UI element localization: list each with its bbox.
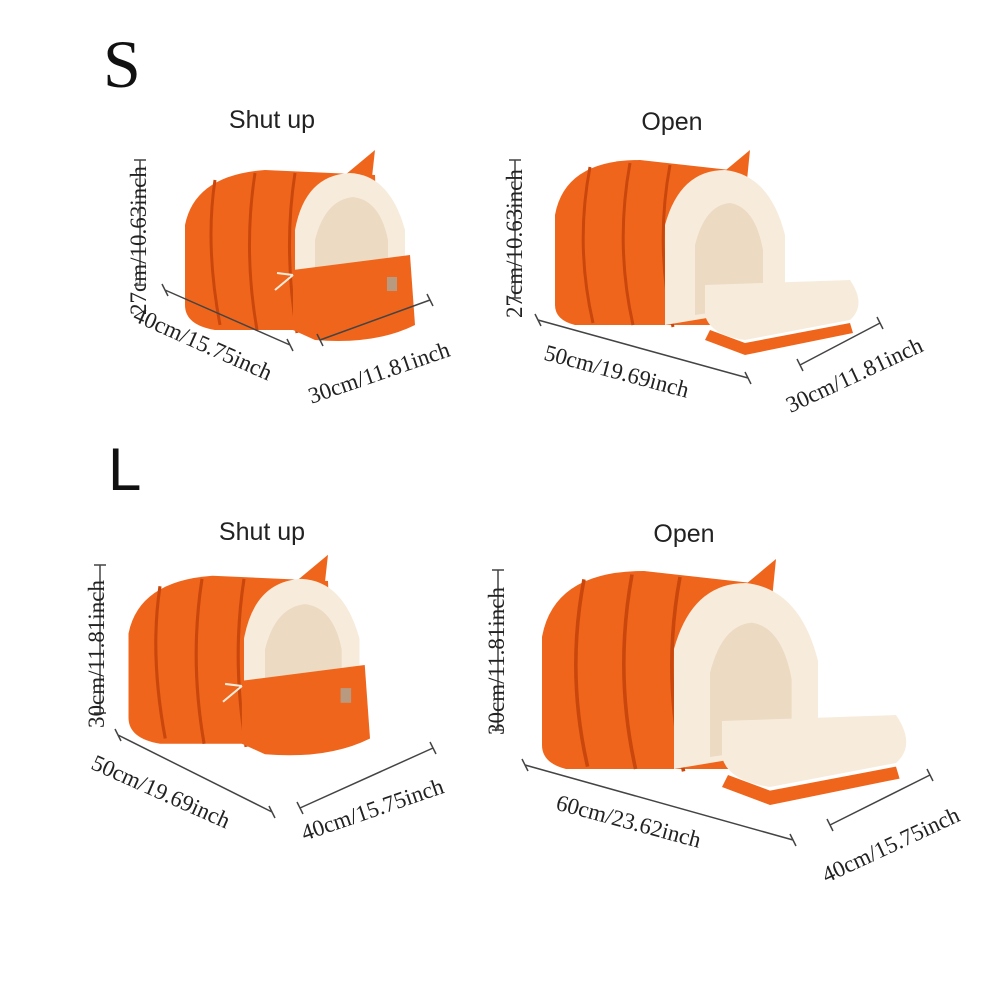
large-shut-bed-image <box>126 553 372 757</box>
large-shut-height: 30cm/11.81inch <box>84 580 109 728</box>
dimension-lines <box>94 159 934 847</box>
large-open-label: Open <box>653 520 715 548</box>
size-label-s: S <box>103 26 141 102</box>
small-open-bed-image <box>553 148 860 357</box>
small-shut-bed-image <box>183 148 417 343</box>
large-open-width: 40cm/15.75inch <box>818 802 964 880</box>
size-label-l: L <box>108 436 142 503</box>
small-shut-label: Shut up <box>228 106 316 134</box>
large-open-bed-image <box>540 557 909 807</box>
small-open-height: 27cm/10.63inch <box>502 169 527 318</box>
small-open-label: Open <box>641 108 703 136</box>
large-shut-label: Shut up <box>218 518 306 546</box>
large-open-height: 30cm/11.81inch <box>484 587 509 735</box>
small-shut-height: 27cm/10.63inch <box>126 166 151 315</box>
large-open-width-clip: 40cm/15.75inch <box>800 770 1000 880</box>
